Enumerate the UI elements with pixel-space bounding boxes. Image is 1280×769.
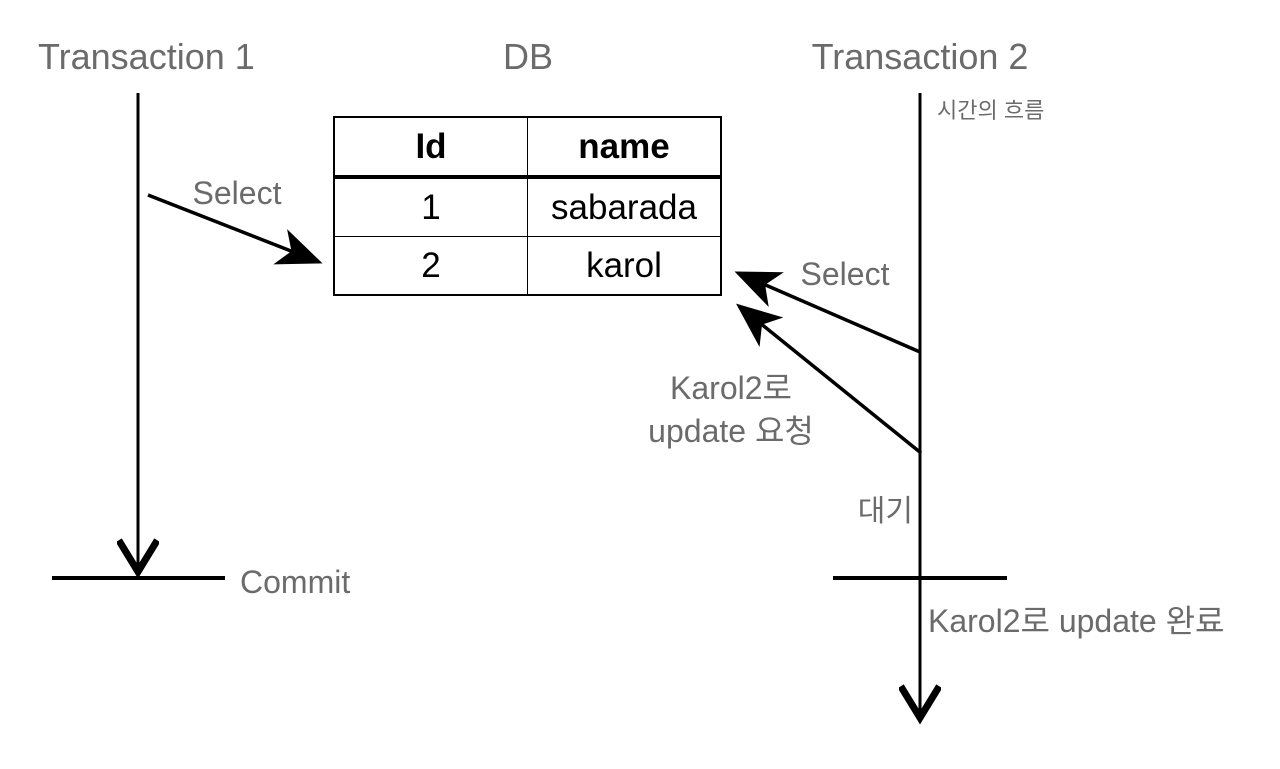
t1-select-arrow bbox=[147, 193, 323, 265]
table-header-id: Id bbox=[333, 116, 528, 179]
table-cell-name-sabarada: sabarada bbox=[527, 176, 722, 237]
table-cell-id-2: 2 bbox=[333, 236, 528, 296]
t2-select-arrow bbox=[734, 271, 921, 354]
t2-select-label: Select bbox=[800, 256, 890, 292]
table-header-row: Id name bbox=[333, 116, 722, 179]
update-done-label: Karol2로 update 완료 bbox=[928, 603, 1225, 639]
time-flow-label: 시간의 흐름 bbox=[937, 98, 1045, 123]
wait-label: 대기 bbox=[857, 495, 913, 528]
db-title: DB bbox=[502, 36, 554, 77]
transaction2-title: Transaction 2 bbox=[811, 36, 1029, 77]
t2-update-request-arrow bbox=[736, 303, 923, 455]
update-request-label: Karol2로 update 요청 bbox=[648, 367, 814, 453]
table-cell-name-karol: karol bbox=[527, 236, 722, 296]
commit-label: Commit bbox=[240, 564, 351, 600]
table-row: 1 sabarada bbox=[333, 176, 722, 237]
table-header-name: name bbox=[527, 116, 722, 179]
db-table: Id name 1 sabarada 2 karol bbox=[333, 116, 722, 296]
table-cell-id-1: 1 bbox=[333, 176, 528, 237]
table-row: 2 karol bbox=[333, 236, 722, 296]
t1-select-label: Select bbox=[192, 175, 282, 211]
update-request-line1: Karol2로 bbox=[670, 370, 792, 406]
transaction1-title: Transaction 1 bbox=[38, 36, 255, 77]
update-request-line2: update 요청 bbox=[648, 413, 814, 449]
